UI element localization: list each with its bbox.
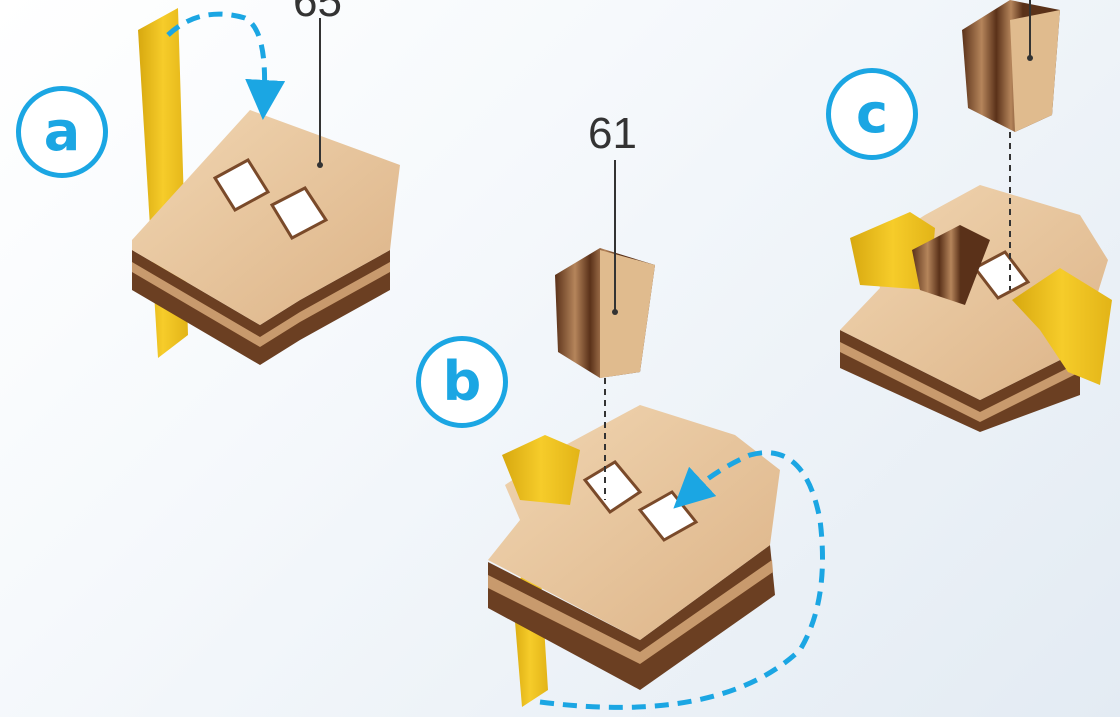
- assembly-b: [488, 160, 825, 710]
- wood-block-65: [962, 0, 1060, 132]
- assembly-a: [132, 8, 400, 365]
- step-badge-label: a: [43, 100, 81, 163]
- yellow-tape-tab: [502, 435, 580, 505]
- step-badge-a: a: [16, 86, 108, 178]
- wood-plate: [840, 185, 1112, 432]
- step-badge-c: c: [826, 68, 918, 160]
- step-badge-label: c: [855, 82, 888, 145]
- assembly-c: [840, 0, 1112, 432]
- yellow-tape-tab: [1012, 268, 1112, 385]
- part-number-label: 65: [293, 0, 342, 26]
- dashed-curved-arrow-icon: [539, 450, 825, 710]
- step-badge-b: b: [416, 336, 508, 428]
- wood-plate: [488, 405, 780, 690]
- yellow-tape-tab: [850, 212, 935, 290]
- wood-block-61: [555, 248, 655, 378]
- step-badge-label: b: [442, 350, 482, 413]
- dashed-curved-arrow-icon: [166, 11, 286, 120]
- part-number-label: 61: [588, 109, 637, 158]
- wood-plate: [132, 110, 400, 365]
